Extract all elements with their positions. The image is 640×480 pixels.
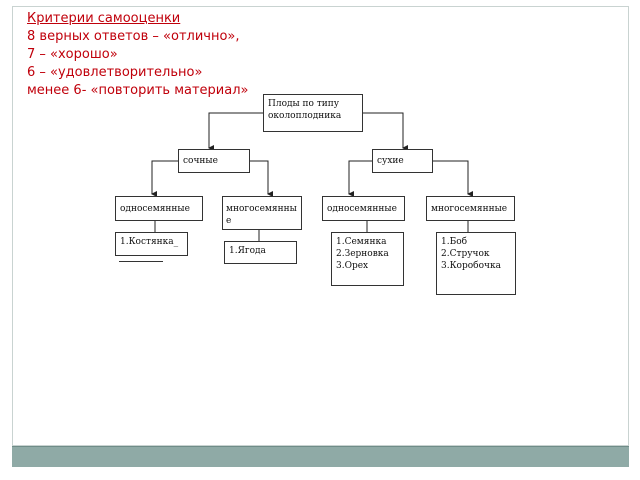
example-capsule: 3.Коробочка <box>441 261 501 271</box>
criteria-line-3: 6 – «удовлетворительно» <box>27 65 203 80</box>
example-berry: 1.Ягода <box>229 246 266 256</box>
dry-single-seed-node: односемянные <box>322 196 405 221</box>
dry-single-seed-label: односемянные <box>327 203 397 214</box>
example-drupe: 1.Костянка_ <box>120 237 179 247</box>
example-silique: 2.Стручок <box>441 249 490 259</box>
juicy-single-seed-node: односемянные <box>115 196 203 221</box>
juicy-single-examples-box: 1.Костянка_ <box>115 232 188 256</box>
root-node: Плоды по типу околоплодника <box>263 94 363 132</box>
dry-node-label: сухие <box>377 156 404 166</box>
dry-node: сухие <box>372 149 433 173</box>
dry-multi-seed-node: многосемянные <box>426 196 515 221</box>
juicy-node-label: сочные <box>183 156 218 166</box>
dry-single-examples-box: 1.Семянка 2.Зерновка 3.Орех <box>331 232 404 286</box>
juicy-multi-seed-label: многосемянные <box>226 204 297 226</box>
example-caryopsis: 2.Зерновка <box>336 249 389 259</box>
answer-blank-line <box>119 261 163 262</box>
arrow-juicy-to-multi <box>250 160 273 197</box>
juicy-multi-seed-node: многосемянные <box>222 196 302 230</box>
footer-bar <box>12 446 629 467</box>
dry-multi-examples-box: 1.Боб 2.Стручок 3.Коробочка <box>436 232 516 295</box>
arrow-root-to-dry <box>363 112 408 151</box>
example-nut: 3.Орех <box>336 261 369 271</box>
slide-canvas <box>12 6 629 446</box>
example-achene: 1.Семянка <box>336 237 387 247</box>
juicy-node: сочные <box>178 149 250 173</box>
juicy-multi-examples-box: 1.Ягода <box>224 241 297 264</box>
arrow-root-to-juicy <box>208 112 263 151</box>
dry-multi-seed-label: многосемянные <box>431 203 508 214</box>
juicy-single-seed-label: односемянные <box>120 203 190 214</box>
criteria-line-2: 7 – «хорошо» <box>27 47 118 62</box>
arrow-juicy-to-single <box>151 160 178 197</box>
arrow-dry-to-single <box>348 160 372 197</box>
root-node-label: Плоды по типу околоплодника <box>268 99 342 121</box>
arrow-dry-to-multi <box>433 160 473 197</box>
criteria-line-1: 8 верных ответов – «отлично», <box>27 29 240 44</box>
example-legume: 1.Боб <box>441 237 468 247</box>
criteria-block: Критерии самооценки 8 верных ответов – «… <box>27 10 248 100</box>
criteria-title: Критерии самооценки <box>27 11 181 26</box>
criteria-line-4: менее 6- «повторить материал» <box>27 83 249 98</box>
